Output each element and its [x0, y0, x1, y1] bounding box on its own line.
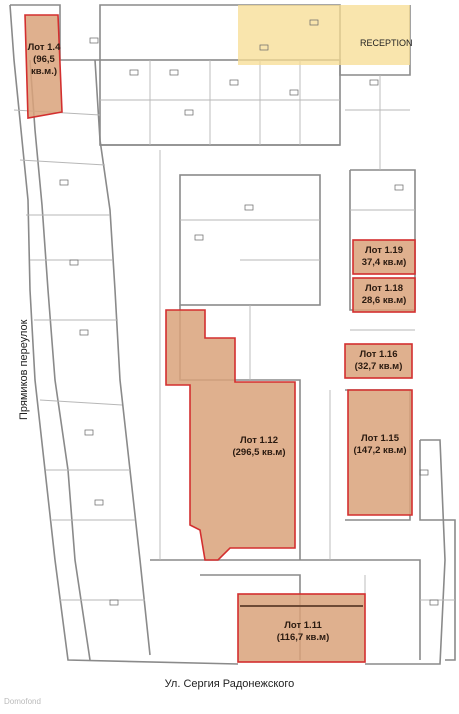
- building-walls: [9, 4, 456, 665]
- lot-1-4-area[interactable]: [24, 14, 63, 119]
- watermark: Domofond: [4, 697, 41, 706]
- lots-layer: [24, 14, 416, 663]
- street-label-left: Прямиков переулок: [18, 319, 30, 420]
- street-label-bottom: Ул. Сергия Радонежского: [164, 678, 295, 690]
- equipment-markers: [59, 19, 439, 606]
- lot-1-12-area[interactable]: [165, 309, 296, 561]
- reception-label: RECEPTION: [360, 38, 413, 48]
- reception-area: [238, 5, 410, 65]
- lot-1-19-area[interactable]: [352, 239, 416, 275]
- lot-1-11-area[interactable]: [237, 593, 366, 663]
- lot-1-16-area[interactable]: [344, 343, 413, 379]
- lot-1-15-area[interactable]: [347, 389, 413, 516]
- lot-1-18-area[interactable]: [352, 277, 416, 313]
